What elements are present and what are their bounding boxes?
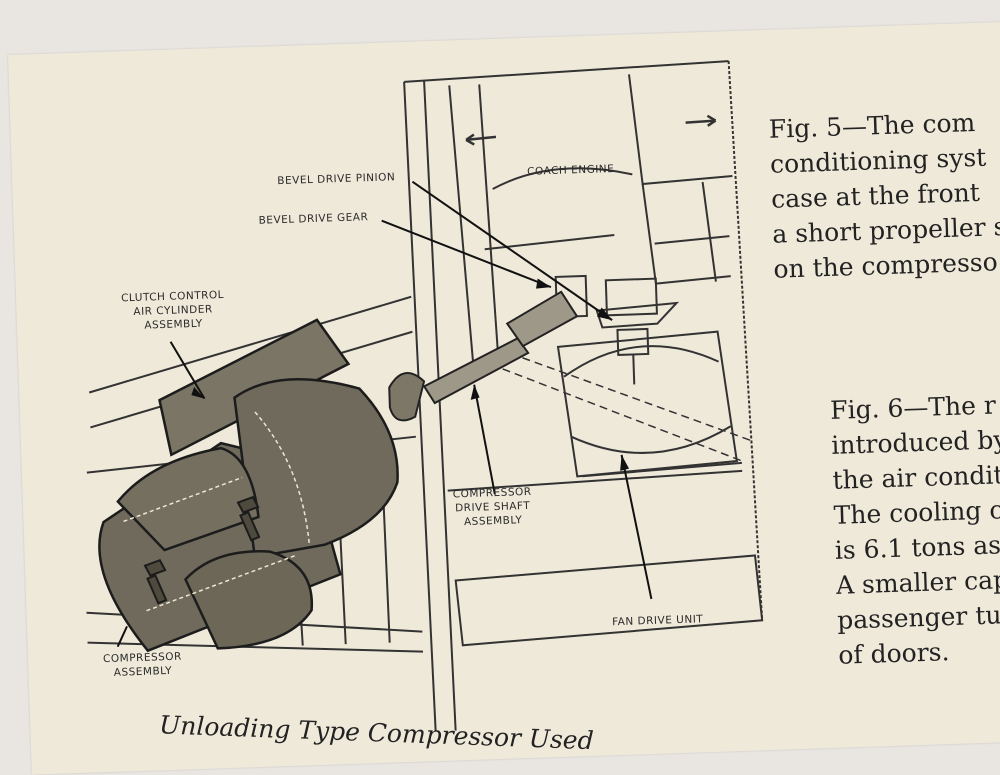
fig6-line: The cooling c bbox=[833, 495, 1000, 530]
fig6-line: of doors. bbox=[837, 637, 950, 670]
label-clutch-control: CLUTCH CONTROL AIR CYLINDER ASSEMBLY bbox=[120, 288, 225, 332]
label-compressor-drive-shaft: COMPRESSOR DRIVE SHAFT ASSEMBLY bbox=[452, 485, 532, 529]
fig6-line: passenger tu bbox=[836, 600, 1000, 635]
fig6-line: Fig. 6—The r bbox=[829, 390, 997, 425]
printed-page: BEVEL DRIVE PINION BEVEL DRIVE GEAR COAC… bbox=[8, 21, 1000, 775]
fig6-line: the air conditi bbox=[832, 459, 1000, 495]
label-compressor-assembly: COMPRESSOR ASSEMBLY bbox=[102, 650, 183, 679]
fig6-line: A smaller cap bbox=[835, 565, 1000, 600]
fig6-line: introduced by bbox=[830, 425, 1000, 460]
fig5-line: on the compresso bbox=[773, 247, 999, 284]
fig6-line: is 6.1 tons as bbox=[834, 530, 1000, 565]
compressor-drive-diagram bbox=[86, 60, 764, 732]
label-coach-engine: COACH ENGINE bbox=[526, 162, 615, 178]
